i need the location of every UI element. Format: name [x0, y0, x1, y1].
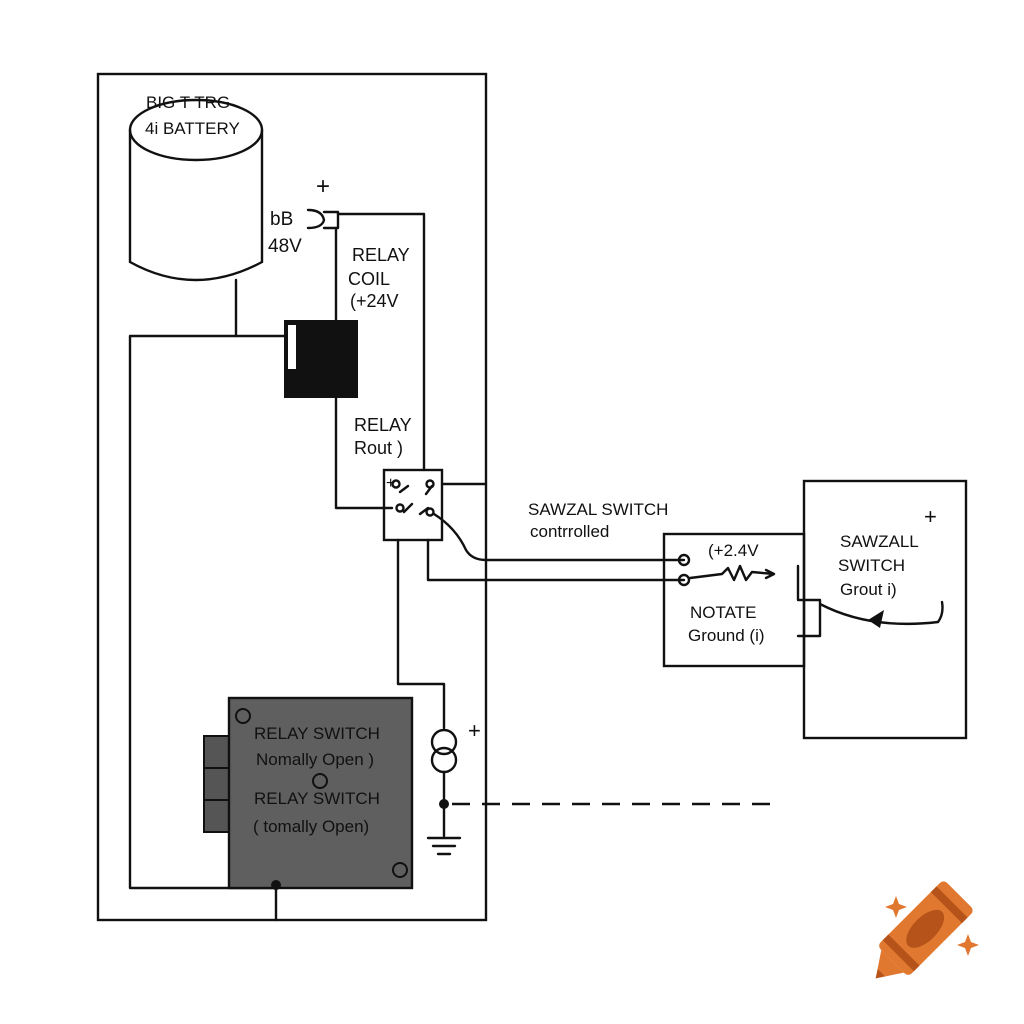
relay-coil-line3: (+24V [350, 291, 399, 311]
sawzall-switch-box [802, 479, 968, 740]
relay-module [203, 696, 414, 890]
wire-terminal-to-relay [336, 212, 426, 472]
relay-contact-box [382, 468, 444, 542]
ground-symbol-icon [426, 836, 462, 856]
relay-coil-line1: RELAY [352, 245, 410, 265]
fuse-coil-icon [430, 728, 458, 774]
battery-terminal-icon [306, 208, 340, 230]
wire-relay-to-fuse [396, 538, 446, 730]
relay-rout-line2: Rout ) [354, 438, 403, 458]
wire-left-bus [128, 334, 288, 922]
outer-frame [96, 72, 488, 922]
notate-resistor [688, 564, 776, 582]
fuse-plus-sign: + [468, 718, 481, 743]
relay-coil-line2: COIL [348, 269, 390, 289]
relay-module-line3: RELAY SWITCH [254, 789, 380, 808]
sawzall-controlled-line1: SAWZAL SWITCH [528, 500, 668, 519]
notate-line2: Ground (i) [688, 626, 765, 645]
sawzall-switch-lever [796, 564, 944, 638]
relay-module-line1: RELAY SWITCH [254, 724, 380, 743]
notate-voltage: (+2.4V [708, 541, 759, 560]
sawzall-switch-line2: SWITCH [838, 556, 905, 575]
battery-terminal-label: bB [270, 209, 293, 230]
battery-plus-sign: + [316, 173, 330, 200]
sawzall-arrow-icon [868, 610, 884, 628]
battery-voltage: 48V [268, 236, 302, 257]
sparkle-icon-right [957, 934, 979, 956]
notate-line1: NOTATE [690, 603, 756, 622]
relay-module-line4: ( tomally Open) [253, 817, 369, 836]
relay-contact-plus: + [386, 475, 395, 492]
wire-relay-to-notate-top [432, 512, 686, 562]
sawzall-switch-line1: SAWZALL [840, 532, 919, 551]
battery-icon [128, 98, 264, 282]
wire-relay-to-notate-bottom [426, 538, 686, 582]
notate-terminal-bottom [677, 573, 691, 587]
relay-rout-line1: RELAY [354, 415, 412, 435]
relay-block-icon [284, 320, 358, 398]
battery-name-line2: 4i BATTERY [145, 119, 240, 138]
sawzall-controlled-line2: contrrolled [530, 522, 609, 541]
battery-name-line1: BIG T TRG [146, 93, 230, 112]
notate-terminal-top [677, 553, 691, 567]
ground-junction-dot [439, 799, 449, 809]
sawzall-switch-plus: + [924, 504, 937, 529]
relay-module-line2: Nomally Open ) [256, 750, 374, 769]
sparkle-icon-left [885, 896, 907, 918]
sawzall-switch-line3: Grout i) [840, 580, 897, 599]
crayon-logo-icon [875, 881, 973, 979]
